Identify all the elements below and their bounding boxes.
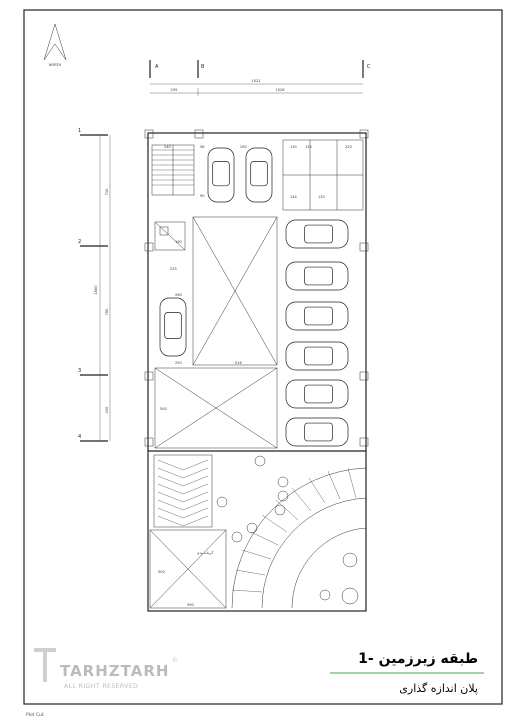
room-dim-text: 144 <box>290 195 297 199</box>
drawing-subtitle: پلان اندازه گذاری <box>399 682 478 695</box>
void-area-upper <box>192 216 278 366</box>
grid-column-C: C <box>362 60 371 78</box>
dim-text: 1021 <box>252 79 261 83</box>
logo-brand: TARHZTARH <box>60 662 169 680</box>
left-dimensions: 1800 710 780 430 <box>94 135 111 441</box>
grid-column-A: A <box>149 60 159 78</box>
lower-stair-left <box>153 454 213 528</box>
dim-text: 780 <box>105 309 109 316</box>
top-dimensions: 1021 295 1026 <box>150 79 363 96</box>
ramp-area: گرمانه ودی <box>149 529 227 609</box>
grid-row-1: 1 <box>78 128 108 136</box>
car-icon <box>159 297 187 357</box>
car-icon <box>285 341 349 371</box>
grid-col-label: C <box>367 64 371 70</box>
building-outline <box>144 129 369 612</box>
grid-row-label: 1 <box>78 128 81 134</box>
logo-tagline: ALL RIGHT RESERVED <box>64 683 138 690</box>
grid-col-label: A <box>155 64 159 70</box>
void-area-lower <box>154 367 278 449</box>
car-icon <box>285 261 349 291</box>
grid-column-B: B <box>197 60 205 78</box>
room-dim-text: 290 <box>240 145 247 149</box>
room-dimension-labels: 240 56 290 130 130 220 90 144 120 190 225 260 250 516… <box>158 145 352 607</box>
room-dim-text: 130 <box>290 145 297 149</box>
room-dim-text: 220 <box>345 145 352 149</box>
grid-row-label: 3 <box>78 368 81 374</box>
drawing-title: طبقه زیرزمین -1 <box>358 651 478 667</box>
room-dim-text: 500 <box>160 407 167 411</box>
service-rooms <box>282 139 364 211</box>
elevator-shaft <box>154 221 186 251</box>
room-dim-text: 190 <box>175 240 182 244</box>
car-icon <box>207 147 235 203</box>
room-dim-text: 590 <box>187 603 194 607</box>
dim-text: 295 <box>171 88 178 92</box>
car-icon <box>285 301 349 331</box>
dim-text: 710 <box>105 189 109 196</box>
room-dim-text: 56 <box>200 145 204 149</box>
room-dim-text: 516 <box>235 361 242 365</box>
footer-label: Plot Cut <box>26 712 44 718</box>
parking-cars <box>159 147 349 447</box>
grid-row-label: 4 <box>78 434 81 440</box>
car-icon <box>245 147 273 203</box>
car-icon <box>285 219 349 249</box>
north-arrow: NORTH <box>43 23 67 67</box>
room-dim-text: 225 <box>170 267 177 271</box>
room-dim-text: 240 <box>164 145 171 149</box>
room-dim-text: 260 <box>175 293 182 297</box>
room-dim-text: 250 <box>175 361 182 365</box>
grid-col-label: B <box>201 64 205 70</box>
logo-mark: © <box>172 657 178 664</box>
room-dim-text: 500 <box>158 570 165 574</box>
stairwell-top <box>151 144 195 196</box>
room-dim-text: 130 <box>305 145 312 149</box>
dim-text: 430 <box>105 407 109 414</box>
title-block: طبقه زیرزمین -1 پلان اندازه گذاری <box>330 651 484 695</box>
room-dim-text: 90 <box>200 194 204 198</box>
planters <box>216 455 359 605</box>
dim-text: 1026 <box>276 88 285 92</box>
curved-ramp <box>231 467 367 609</box>
room-dim-text: 120 <box>318 195 325 199</box>
north-label: NORTH <box>49 63 62 67</box>
dim-text: 1800 <box>94 286 98 295</box>
grid-row-2: 2 <box>78 239 108 247</box>
grid-row-3: 3 <box>78 368 108 376</box>
car-icon <box>285 379 349 409</box>
grid-row-4: 4 <box>78 434 108 442</box>
ramp-label: گرمانه ودی <box>197 550 214 555</box>
brand-logo: TARHZTARH © ALL RIGHT RESERVED <box>34 648 178 690</box>
car-icon <box>285 417 349 447</box>
sheet-border <box>23 9 503 705</box>
grid-row-label: 2 <box>78 239 81 245</box>
